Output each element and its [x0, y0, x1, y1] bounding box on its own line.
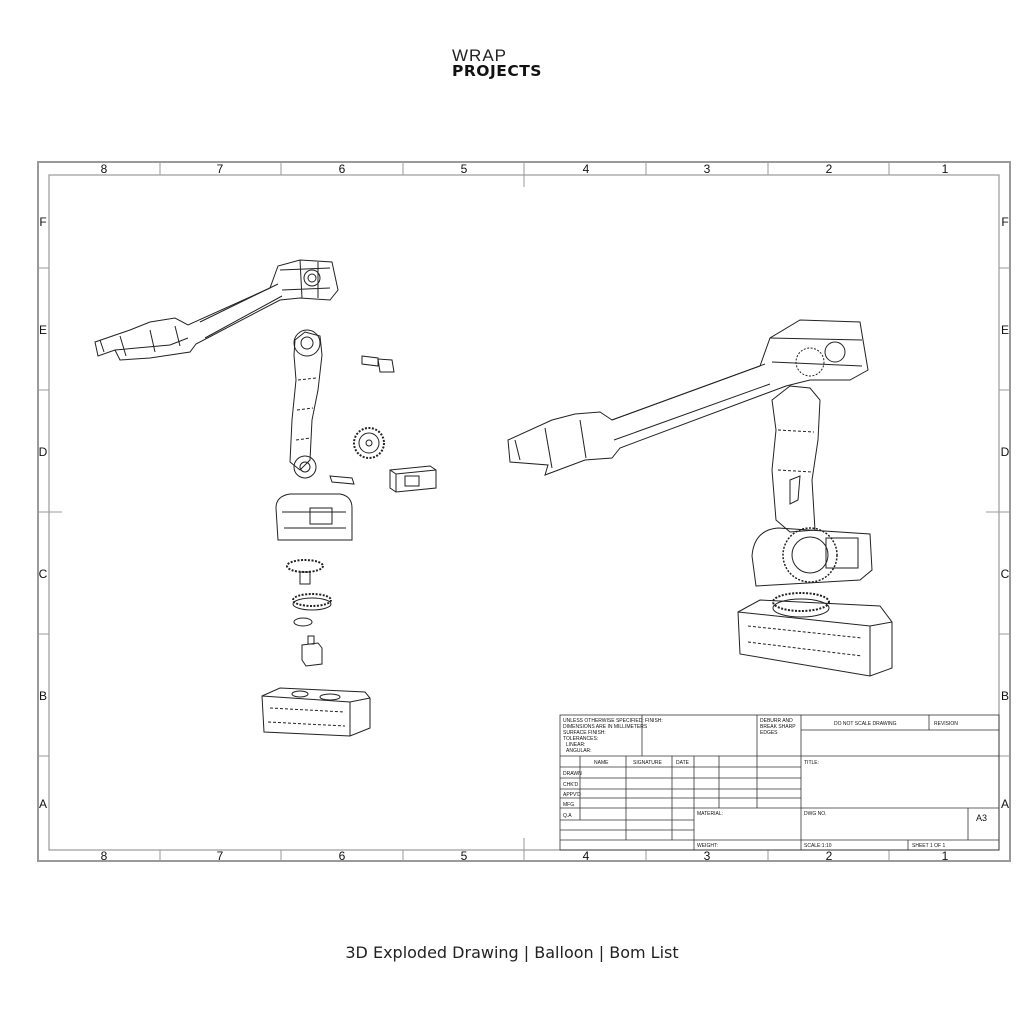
zone-left-F: F [39, 215, 46, 229]
zone-top-7: 7 [217, 162, 224, 176]
zone-right-E: E [1001, 323, 1009, 337]
title-block-text: UNLESS OTHERWISE SPECIFIED: DIMENSIONS A… [563, 718, 987, 849]
zone-right-A: A [1001, 797, 1009, 811]
zone-left-A: A [39, 797, 47, 811]
weight-label: WEIGHT: [697, 843, 718, 849]
spur-gear-part [353, 427, 385, 459]
zone-right-F: F [1001, 215, 1008, 229]
brand-logo: WRAP PROJECTS [452, 47, 576, 81]
zone-bottom-3: 3 [704, 849, 711, 863]
assembled-base [737, 599, 893, 677]
tolerance-line-6: ANGULAR: [566, 748, 592, 754]
zone-bottom-5: 5 [461, 849, 468, 863]
base-box-part [261, 687, 371, 737]
zone-right-B: B [1001, 689, 1009, 703]
row-qa: Q.A [563, 813, 572, 819]
zone-bottom-6: 6 [339, 849, 346, 863]
shaft-part [329, 475, 355, 485]
tolerance-line-5: LINEAR: [566, 742, 585, 748]
title-block [559, 714, 1000, 851]
deburr-line-1: DEBURR AND [760, 718, 793, 724]
logo-line-1: WRAP [452, 46, 507, 65]
zone-left-B: B [39, 689, 47, 703]
zone-right-C: C [1001, 567, 1010, 581]
zone-ticks [38, 162, 1010, 861]
dwg-no-label: DWG NO. [804, 811, 827, 817]
zone-bottom-2: 2 [826, 849, 833, 863]
revision-label: REVISION [934, 721, 958, 727]
base-servo-part [301, 635, 323, 667]
shoulder-bracket-part [275, 493, 353, 541]
assembled-shoulder [751, 527, 873, 587]
zone-top-2: 2 [826, 162, 833, 176]
deburr-line-2: BREAK SHARP [760, 724, 796, 730]
material-label: MATERIAL: [697, 811, 723, 817]
zone-top-1: 1 [942, 162, 949, 176]
scale-label: SCALE:1:10 [804, 843, 832, 849]
zone-top-5: 5 [461, 162, 468, 176]
assembled-forearm [771, 385, 821, 533]
finish-label: FINISH: [645, 718, 663, 724]
assembled-view [507, 319, 893, 677]
assembled-gears [772, 592, 830, 618]
col-name: NAME [594, 760, 609, 766]
assembled-upper-arm [507, 319, 869, 476]
forearm-link-part [289, 329, 323, 479]
zone-bottom-8: 8 [101, 849, 108, 863]
pin-part [361, 355, 395, 373]
caption: 3D Exploded Drawing | Balloon | Bom List [345, 943, 679, 962]
upper-arm-gripper-part [94, 259, 339, 361]
zone-left-C: C [39, 567, 48, 581]
col-signature: SIGNATURE [633, 760, 662, 766]
row-approved: APPV'D [563, 792, 581, 798]
logo-line-2: PROJECTS [452, 62, 542, 80]
zone-left-E: E [39, 323, 47, 337]
servo-part [389, 465, 437, 493]
row-drawn: DRAWN [563, 771, 582, 777]
zone-labels: 8 7 6 5 4 3 2 1 8 7 6 5 4 3 2 1 F E D C … [39, 162, 1010, 863]
tolerance-line-3: SURFACE FINISH: [563, 730, 606, 736]
zone-bottom-1: 1 [942, 849, 949, 863]
tolerance-line-4: TOLERANCES: [563, 736, 598, 742]
gear-stack-part [286, 559, 332, 627]
zone-top-3: 3 [704, 162, 711, 176]
inner-frame [48, 174, 1000, 851]
title-label: TITLE: [804, 760, 819, 766]
do-not-scale-label: DO NOT SCALE DRAWING [834, 721, 897, 727]
exploded-view [94, 259, 437, 737]
tolerance-line-1: UNLESS OTHERWISE SPECIFIED: [563, 718, 644, 724]
zone-top-6: 6 [339, 162, 346, 176]
zone-bottom-7: 7 [217, 849, 224, 863]
row-checked: CHK'D [563, 782, 579, 788]
row-mfg: MFG [563, 802, 574, 808]
col-date: DATE [676, 760, 690, 766]
zone-top-8: 8 [101, 162, 108, 176]
zone-left-D: D [39, 445, 48, 459]
tolerance-line-2: DIMENSIONS ARE IN MILLIMETERS [563, 724, 648, 730]
zone-right-D: D [1001, 445, 1010, 459]
sheet-size: A3 [976, 813, 987, 823]
sheet-count-label: SHEET 1 OF 1 [912, 843, 945, 849]
zone-top-4: 4 [583, 162, 590, 176]
zone-bottom-4: 4 [583, 849, 590, 863]
deburr-line-3: EDGES [760, 730, 778, 736]
